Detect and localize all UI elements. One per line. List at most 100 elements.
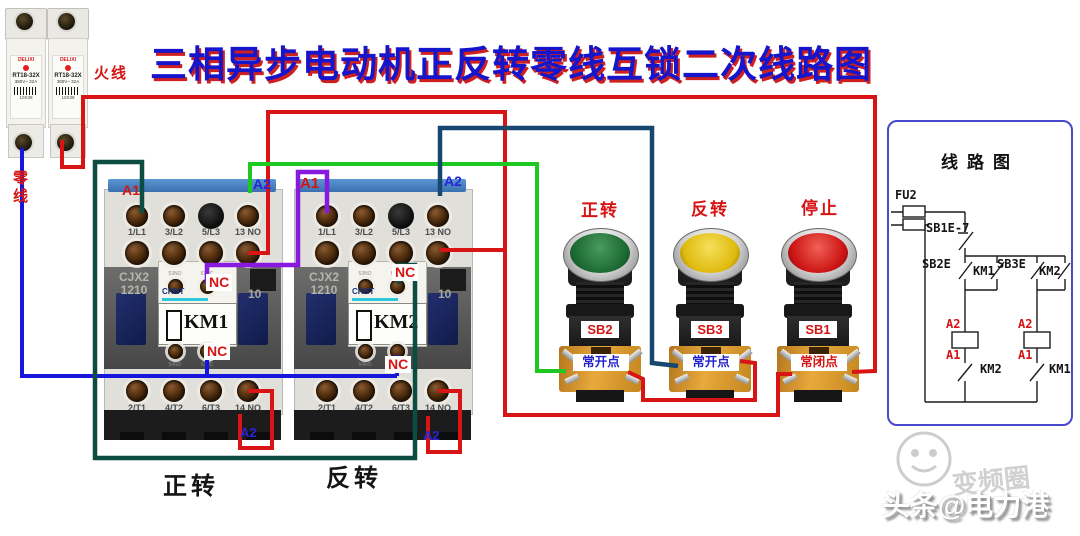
- terminal-screw: [126, 205, 148, 227]
- sb1-caption: 停止: [801, 199, 839, 218]
- fuse-label: DELIXI RT18-32X 380V~ 32A 10X38: [52, 55, 84, 119]
- contactor-head-cap: [388, 203, 414, 229]
- contact-block: 常开点: [669, 346, 753, 392]
- km1-a2-bottom-label: A2: [240, 425, 257, 440]
- aux-terminal-screw: [390, 279, 405, 294]
- km1-nc-upper-label: NC: [206, 274, 233, 291]
- schematic-title: 线路图: [941, 153, 1019, 172]
- terminal-screw: [389, 241, 413, 265]
- fuse-size: 10X38: [19, 95, 33, 100]
- pushbutton-sb1-stop: SB1 常闭点: [774, 222, 862, 404]
- fuse-top-screw: [16, 13, 33, 30]
- schematic-sb3-label: SB3E: [997, 257, 1026, 271]
- page-title: 三相异步电动机正反转零线互锁二次线路图: [150, 44, 872, 85]
- fuse-bottom-screw: [57, 134, 74, 151]
- sticker-box-mark: [356, 310, 372, 341]
- contactor-id: KM1: [184, 311, 229, 333]
- terminal-screw: [353, 205, 375, 227]
- terminal-screw: [352, 241, 376, 265]
- fuse-model: RT18-32X: [12, 73, 40, 79]
- schematic-sb1-label: SB1E-7: [926, 221, 970, 235]
- terminal-screw: [162, 241, 186, 265]
- contactor-model: CJX2 1210: [298, 270, 350, 298]
- terminal-label: 13 NO: [424, 227, 452, 237]
- contactor-head-cap: [198, 203, 224, 229]
- foot-tab: [162, 432, 186, 440]
- watermark-face-logo: [896, 431, 952, 487]
- foot-tab: [204, 432, 228, 440]
- mounting-clip: [116, 293, 146, 345]
- foot-tab: [394, 432, 418, 440]
- terminal-screw: [426, 241, 450, 265]
- sb2-caption: 正转: [581, 201, 619, 220]
- aux-code: 10: [438, 287, 452, 301]
- terminal-label: 5/L3: [391, 227, 411, 237]
- km2-a2-bottom-label: A2: [423, 428, 440, 443]
- fuse-neutral: DELIXI RT18-32X 380V~ 32A 10X38: [5, 4, 47, 158]
- contact-type-sticker: 常闭点: [791, 354, 847, 371]
- brand-underline: [162, 298, 208, 301]
- contact-type-sticker: 常开点: [573, 354, 629, 371]
- aux-terminal-screw: [168, 344, 183, 359]
- fuse-live: DELIXI RT18-32X 380V~ 32A 10X38: [47, 4, 89, 158]
- aux-terminal-label: 53NO: [358, 271, 372, 277]
- fuse-top-screw: [58, 13, 75, 30]
- km1-caption: 正转: [163, 474, 219, 500]
- terminal-screw: [200, 380, 222, 402]
- aux-terminal-screw: [358, 344, 373, 359]
- live-wire-label: 火线: [94, 65, 129, 82]
- contact-type-sticker: 常开点: [683, 354, 739, 371]
- fuse-barcode: [14, 87, 38, 95]
- terminal-screw: [126, 380, 148, 402]
- model-line2: 1210: [310, 283, 338, 298]
- contact-lug: [624, 373, 640, 385]
- km1-a1-label: A1: [122, 182, 140, 198]
- schematic-a1-label: A1: [946, 348, 961, 362]
- km2-nc-upper-label: NC: [392, 264, 419, 281]
- button-id-sticker: SB2: [581, 321, 619, 338]
- terminal-label: 3/L2: [354, 227, 374, 237]
- terminal-screw: [163, 205, 185, 227]
- km2-a1-label: A1: [300, 175, 320, 192]
- terminal-screw: [316, 380, 338, 402]
- neutral-wire-label: 零线: [11, 170, 28, 206]
- fuse-brand: DELIXI: [17, 57, 35, 63]
- fuse-rating: 380V~ 32A: [56, 79, 80, 84]
- brand-logo: CHNT: [352, 287, 375, 296]
- fuse-indicator-dot: [65, 65, 71, 71]
- aux-terminal-label: 53NO: [168, 271, 182, 277]
- contact-lug: [842, 373, 858, 385]
- contact-lug: [782, 373, 798, 385]
- terminal-label: 13 NO: [234, 227, 262, 237]
- fuse-rating: 380V~ 32A: [14, 79, 38, 84]
- foot-tab: [120, 432, 144, 440]
- button-base: [794, 390, 842, 402]
- fuse-size: 10X38: [61, 95, 75, 100]
- button-id-sticker: SB1: [799, 321, 837, 338]
- km1-nc-lower-label: NC: [204, 343, 231, 360]
- watermark-byline: 头条@电力港: [882, 490, 1050, 521]
- terminal-screw: [163, 380, 185, 402]
- aux-code: 10: [248, 287, 262, 301]
- contact-lug: [734, 373, 750, 385]
- schematic-km1-interlock-label: KM1: [1049, 362, 1071, 376]
- pushbutton-sb3-reverse: SB3 常开点: [666, 222, 754, 404]
- contact-lug: [564, 373, 580, 385]
- contactor-id: KM2: [374, 311, 419, 333]
- terminal-screw: [316, 205, 338, 227]
- button-base: [576, 390, 624, 402]
- terminal-screw: [237, 380, 259, 402]
- button-id-sticker: SB3: [691, 321, 729, 338]
- fuse-brand: DELIXI: [59, 57, 77, 63]
- terminal-screw: [236, 241, 260, 265]
- terminal-screw: [237, 205, 259, 227]
- terminal-screw: [199, 241, 223, 265]
- pushbutton-sb2-forward: SB2 常开点: [556, 222, 644, 404]
- contact-block: 常开点: [559, 346, 643, 392]
- fuse-body: DELIXI RT18-32X 380V~ 32A 10X38: [6, 38, 46, 128]
- schematic-sb2-label: SB2E: [922, 257, 951, 271]
- foot-tab: [310, 432, 334, 440]
- model-line2: 1210: [120, 283, 148, 298]
- schematic-a2-label: A2: [1018, 317, 1033, 331]
